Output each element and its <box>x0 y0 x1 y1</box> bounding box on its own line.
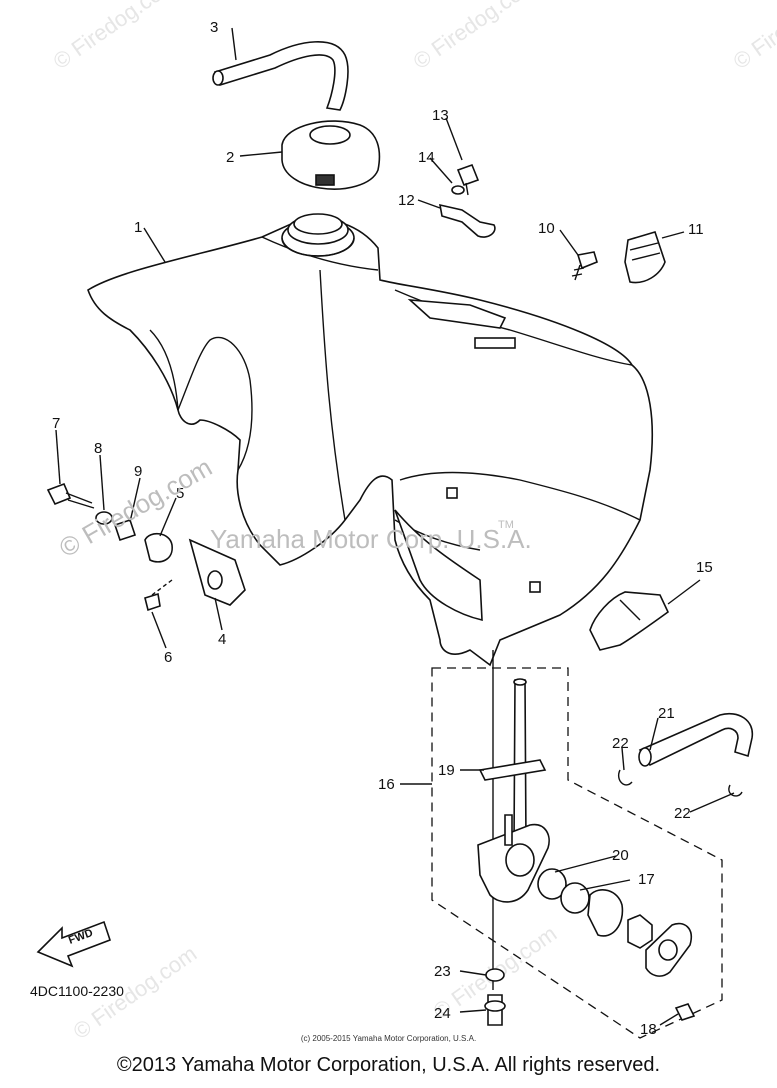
fuel-tank <box>87 217 654 667</box>
guard-bracket <box>589 591 670 651</box>
callout-label: 24 <box>434 1005 451 1022</box>
part-code: 4DC1100-2230 <box>30 983 124 999</box>
callout-label: 4 <box>218 631 226 648</box>
callout-label: 9 <box>134 463 142 480</box>
screw <box>571 251 598 281</box>
faint-watermark: © Firedog.com <box>49 0 182 74</box>
callout-label: 6 <box>164 649 172 666</box>
callout-label: 19 <box>438 762 455 779</box>
callout-label: 22 <box>612 735 629 752</box>
fwd-arrow-icon: FWD <box>36 920 112 968</box>
watermark-tm: TM <box>498 519 514 531</box>
callout-label: 1 <box>134 219 142 236</box>
callout-label: 5 <box>176 485 184 502</box>
tank-mount-parts <box>46 482 246 612</box>
clip <box>624 231 666 284</box>
callout-label: 23 <box>434 963 451 980</box>
fuel-cock-box <box>431 667 723 1039</box>
callout-labels: 3 2 1 13 14 12 10 11 7 8 9 5 4 6 15 16 1… <box>52 19 713 1038</box>
faint-watermark: © Firedog.com <box>409 0 542 74</box>
callout-label: 11 <box>688 221 704 238</box>
callout-label: 16 <box>378 776 395 793</box>
fuel-cap <box>281 120 381 190</box>
callout-label: 18 <box>640 1021 657 1038</box>
callout-label: 10 <box>538 220 555 237</box>
watermark-text: Yamaha Motor Corp. U.S.A. <box>210 524 532 554</box>
callout-label: 13 <box>432 107 449 124</box>
leader-lines <box>55 27 735 1026</box>
faint-watermark: © Firedog.com <box>729 0 777 74</box>
callout-label: 2 <box>226 149 234 166</box>
callout-label: 3 <box>210 19 218 36</box>
callout-label: 12 <box>398 192 415 209</box>
callout-label: 22 <box>674 805 691 822</box>
callout-label: 15 <box>696 559 713 576</box>
breather-hose <box>212 41 349 111</box>
bracket-assembly <box>438 163 496 238</box>
fuel-cock <box>477 650 696 1026</box>
filler-neck <box>281 213 355 257</box>
callout-label: 17 <box>638 871 655 888</box>
callout-label: 14 <box>418 149 435 166</box>
callout-label: 8 <box>94 440 102 457</box>
callout-label: 20 <box>612 847 629 864</box>
copyright-notice: ©2013 Yamaha Motor Corporation, U.S.A. A… <box>116 1054 661 1076</box>
callout-label: 21 <box>658 705 675 722</box>
callout-label: 7 <box>52 415 60 432</box>
fuel-hose <box>618 713 754 797</box>
small-copyright: (c) 2005-2015 Yamaha Motor Corporation, … <box>300 1034 477 1043</box>
